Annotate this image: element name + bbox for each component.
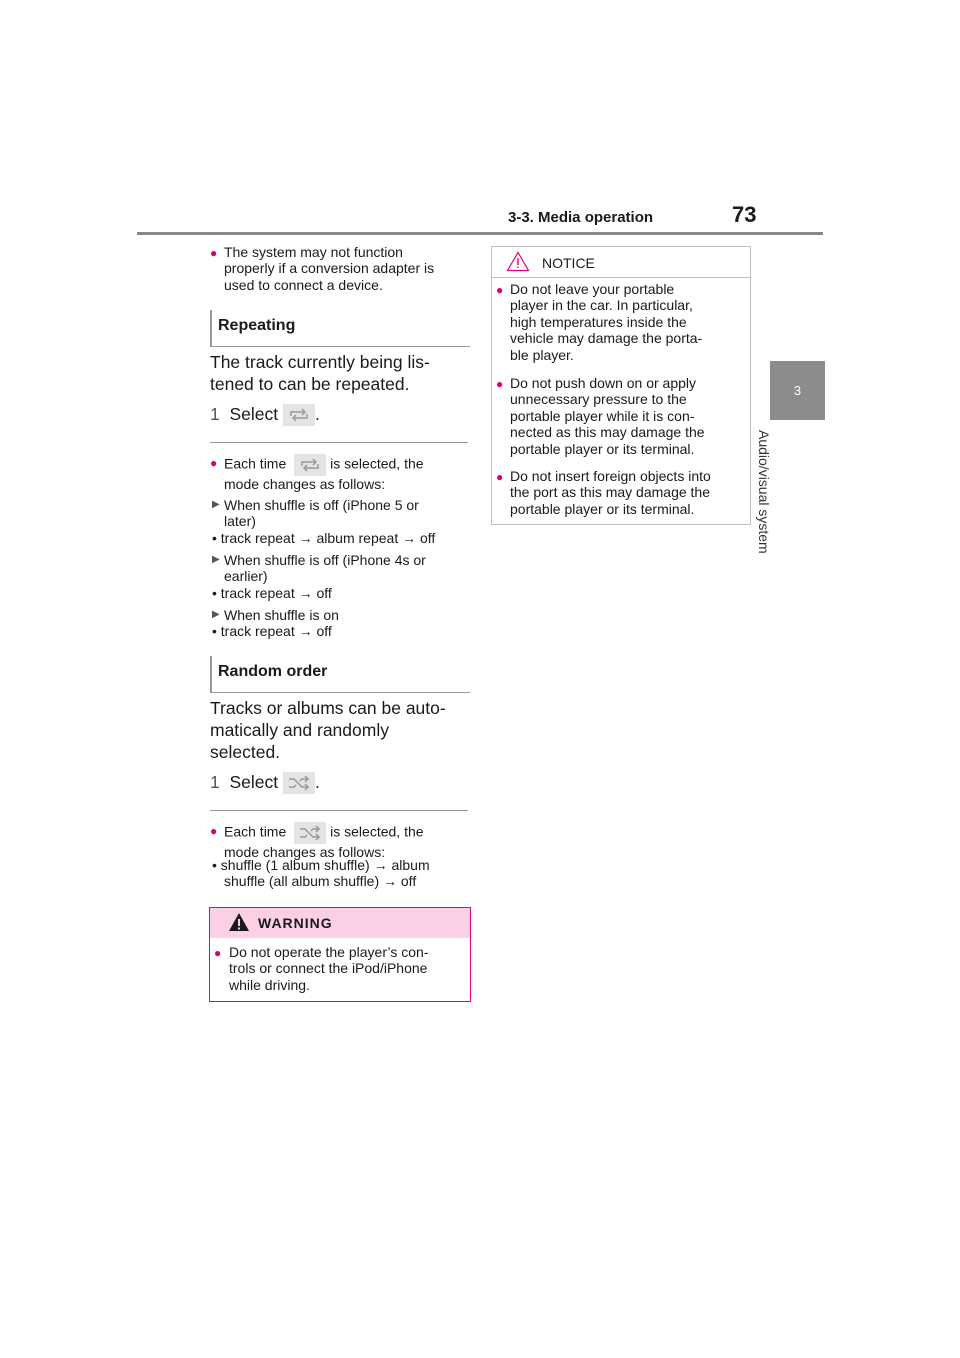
notice-header: NOTICE — [492, 247, 750, 278]
section-title: 3-3. Media operation — [508, 209, 654, 226]
bullet-dot-icon: ● — [214, 946, 222, 960]
warning-box: WARNING ● Do not operate the player’s co… — [209, 907, 471, 1002]
divider — [210, 442, 468, 443]
chapter-tab: 3 — [770, 361, 825, 420]
repeat-icon[interactable] — [282, 404, 315, 427]
page-number: 73 — [732, 202, 757, 227]
shuffle-icon[interactable] — [282, 772, 315, 795]
triangle-right-icon: ▶ — [212, 609, 220, 620]
triangle-right-icon: ▶ — [212, 499, 220, 510]
bullet-dot-icon: ● — [210, 456, 218, 470]
bullet-dot-icon: ● — [210, 246, 218, 260]
bullet-dot-icon: ● — [210, 824, 218, 838]
header-divider — [137, 232, 823, 235]
repeat-icon — [294, 454, 327, 476]
shuffle-icon — [294, 822, 327, 844]
random-description: Tracks or albums can be auto- matically … — [210, 698, 446, 762]
notice-triangle-icon — [506, 251, 530, 272]
divider — [210, 810, 468, 811]
random-heading: Random order — [210, 656, 470, 693]
triangle-right-icon: ▶ — [212, 554, 220, 565]
repeating-description: The track currently being lis- tened to … — [210, 352, 430, 394]
chapter-tab-label: Audio/visual system — [756, 430, 772, 554]
warning-header: WARNING — [210, 908, 470, 938]
bullet-dot-icon: ● — [496, 377, 504, 391]
repeating-heading: Repeating — [210, 310, 470, 347]
repeating-step: 1 Select . — [210, 403, 320, 427]
bullet-dot-icon: ● — [496, 283, 504, 297]
random-step: 1 Select . — [210, 771, 320, 795]
notice-box: NOTICE ● Do not leave your portable play… — [491, 246, 751, 525]
bullet-dot-icon: ● — [496, 470, 504, 484]
warning-triangle-icon — [229, 913, 249, 931]
